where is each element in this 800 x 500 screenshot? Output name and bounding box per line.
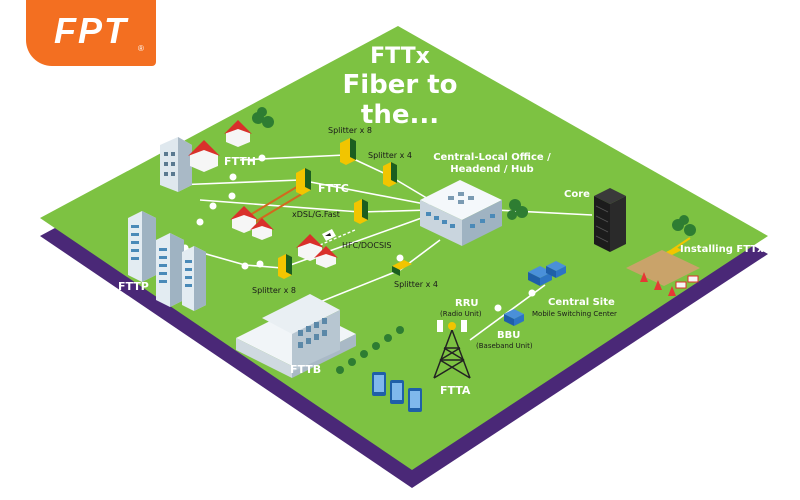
splitter-icon-fttc [296, 168, 311, 195]
label-core: Core [564, 189, 590, 201]
mobile-phone-1-icon [372, 372, 386, 396]
splitter-icon-fttp-x8 [278, 254, 292, 279]
label-splitter-x4-top: Splitter x 4 [368, 151, 412, 160]
label-bbu-sub: (Baseband Unit) [476, 342, 533, 350]
label-central-office-line2: Headend / Hub [430, 164, 554, 176]
core-server-rack-icon [594, 188, 626, 252]
label-central-office: Central-Local Office / Headend / Hub [430, 152, 554, 176]
label-central-office-line1: Central-Local Office / [430, 152, 554, 164]
label-installing-fttx: Installing FTTx [680, 244, 764, 256]
label-splitter-x8-bottom: Splitter x 8 [252, 286, 296, 295]
label-fttp: FTTP [118, 280, 149, 293]
label-splitter-x8-top: Splitter x 8 [328, 126, 372, 135]
fpt-logo: FPT ® [26, 0, 156, 66]
label-fttc: FTTC [318, 182, 349, 195]
mobile-phone-2-icon [390, 380, 404, 404]
registered-mark: ® [138, 44, 144, 53]
label-ftth: FTTH [224, 155, 256, 168]
label-bbu: BBU [497, 330, 520, 342]
label-rru: RRU [455, 298, 479, 310]
mobile-phone-3-icon [408, 388, 422, 412]
splitter-icon-mid [354, 199, 368, 224]
fttp-building-3-icon [182, 246, 206, 311]
label-hfc: HFC/DOCSIS [342, 241, 391, 250]
label-rru-sub: (Radio Unit) [440, 310, 482, 318]
splitter-icon-top-x8 [340, 138, 356, 165]
label-ftta: FTTA [440, 384, 470, 397]
ftth-apartment-icon [160, 137, 192, 192]
label-central-site: Central Site [548, 297, 615, 309]
fttp-building-1-icon [128, 211, 156, 282]
label-splitter-x4-bottom: Splitter x 4 [394, 280, 438, 289]
fttp-building-2-icon [156, 233, 184, 307]
label-mobile-switching: Mobile Switching Center [532, 310, 617, 318]
label-xdsl: xDSL/G.Fast [292, 210, 340, 219]
label-fttb: FTTB [290, 363, 321, 376]
splitter-icon-top-x4 [383, 162, 397, 187]
diagram-subtitle: Fiber to the... [300, 70, 500, 130]
diagram-title: FTTx [300, 44, 500, 69]
fpt-logo-text: FPT [26, 10, 156, 52]
